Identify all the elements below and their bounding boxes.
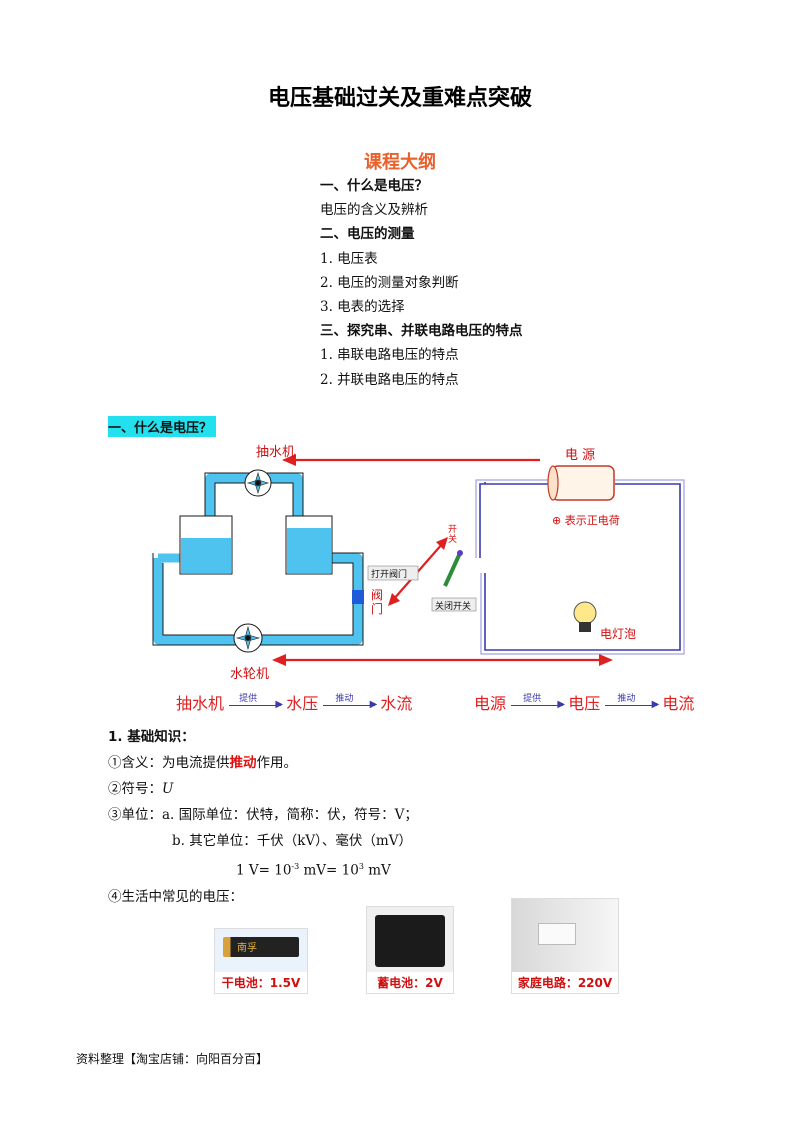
section-heading: 一、什么是电压？	[108, 416, 217, 437]
flow-item: 抽水机	[176, 694, 225, 713]
outline-item: 1. 串联电路电压的特点	[320, 347, 459, 364]
photo-caption: 干电池：1.5V	[215, 972, 307, 993]
outline-item: 2. 并联电路电压的特点	[320, 371, 459, 388]
storage-battery-photo: 蓄电池：2V	[366, 906, 454, 994]
positive-charge-label: ⊕ 表示正电荷	[552, 514, 620, 527]
battery-icon: 南孚	[223, 937, 299, 957]
arrow-icon	[229, 704, 282, 706]
battery-icon	[551, 465, 615, 501]
bulb-icon	[573, 601, 597, 625]
outline-item: 3. 电表的选择	[320, 299, 405, 316]
valve-label: 阀门	[371, 588, 384, 616]
arrow-icon	[605, 704, 658, 706]
flow-item: 水压	[286, 694, 319, 713]
footer-note: 资料整理【淘宝店铺：向阳百分百】	[76, 1052, 269, 1066]
socket-icon	[538, 923, 576, 945]
meaning-line: ①含义：为电流提供推动作用。	[108, 750, 418, 776]
flow-item: 电压	[568, 694, 601, 713]
flow-arrow-label: 推动	[617, 693, 636, 704]
flow-arrow-label: 提供	[239, 693, 258, 704]
meaning-suffix: 作用。	[256, 755, 298, 771]
switch-label: 开关	[448, 525, 458, 545]
bulb-label: 电灯泡	[600, 627, 637, 641]
conv-part: mV	[363, 862, 391, 879]
page-title: 电压基础过关及重难点突破	[267, 86, 532, 111]
meaning-prefix: ①含义：为电流提供	[108, 755, 230, 771]
photo-caption: 家庭电路：220V	[512, 972, 618, 993]
battery-icon	[375, 915, 445, 967]
switch-icon	[443, 552, 462, 587]
common-voltages-line: ④生活中常见的电压：	[108, 888, 243, 905]
water-circuit-diagram	[152, 454, 685, 666]
turbine-label: 水轮机	[230, 667, 270, 682]
outline-item: 三、探究串、并联电路电压的特点	[320, 323, 523, 340]
flow-item: 电流	[662, 694, 695, 713]
conversion-line: 1 V= 10-3 mV= 103 mV	[108, 854, 418, 884]
outline-item: 二、电压的测量	[320, 226, 415, 243]
flow-arrow-label: 推动	[335, 693, 354, 704]
battery-brand: 南孚	[237, 943, 257, 954]
flow-arrow-label: 提供	[523, 693, 542, 704]
basic-knowledge: 1. 基础知识： ①含义：为电流提供推动作用。 ②符号：U ③单位：a. 国际单…	[108, 724, 418, 910]
meaning-highlight: 推动	[229, 755, 257, 771]
unit-line-a: ③单位：a. 国际单位：伏特，简称：伏，符号：V；	[108, 807, 418, 823]
outline-item: 1. 电压表	[320, 250, 378, 267]
outline-heading: 课程大纲	[364, 152, 436, 173]
conv-exp: -3	[291, 862, 300, 871]
outline-item: 一、什么是电压？	[320, 178, 428, 194]
dry-cell-photo: 南孚 干电池：1.5V	[214, 928, 308, 994]
unit-line-b: b. 其它单位：千伏（kV）、毫伏（mV）	[172, 833, 412, 849]
symbol-prefix: ②符号：	[108, 781, 162, 797]
open-valve-label: 打开阀门	[371, 570, 408, 580]
symbol-line: ②符号：U	[108, 776, 418, 802]
conv-part: 1 V= 10	[236, 862, 292, 879]
household-socket-photo: 家庭电路：220V	[511, 898, 619, 994]
pump-label: 抽水机	[256, 445, 296, 460]
symbol-value: U	[162, 781, 174, 797]
photo-caption: 蓄电池：2V	[367, 972, 453, 993]
arrow-icon	[511, 704, 564, 706]
arrow-icon	[323, 704, 376, 706]
power-label: 电 源	[565, 448, 596, 463]
basic-heading: 1. 基础知识：	[108, 729, 195, 745]
conv-part: mV= 10	[299, 862, 359, 879]
close-switch-label: 关闭开关	[435, 602, 472, 612]
conv-exp: 3	[358, 862, 364, 871]
flow-right: 电源 提供 ▶ 电压 推动 ▶ 电流	[474, 690, 694, 714]
outline-item: 电压的含义及辨析	[320, 202, 428, 219]
flow-left: 抽水机 提供 ▶ 水压 推动 ▶ 水流	[176, 690, 412, 714]
valve-icon	[352, 590, 364, 604]
outline-item: 2. 电压的测量对象判断	[320, 274, 459, 291]
outline-list: 一、什么是电压？ 电压的含义及辨析 二、电压的测量 1. 电压表 2. 电压的测…	[320, 174, 523, 392]
flow-item: 水流	[380, 694, 413, 713]
flow-item: 电源	[474, 694, 507, 713]
